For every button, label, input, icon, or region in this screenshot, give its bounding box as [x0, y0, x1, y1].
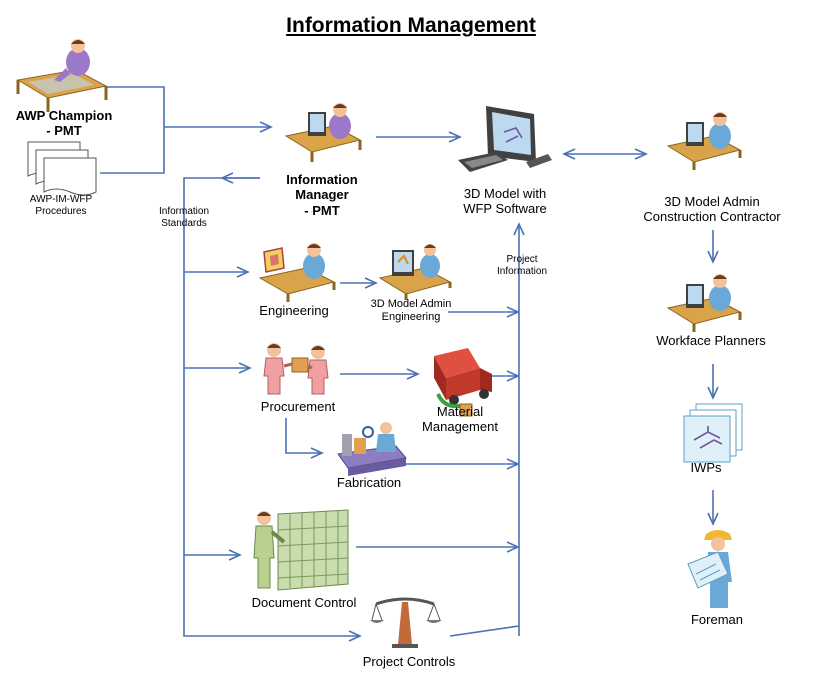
person-at-desk-icon — [16, 39, 108, 112]
people-exchanging-package-icon — [263, 343, 329, 395]
drawing-sheets-icon — [683, 403, 743, 463]
fabrication-worker-icon — [337, 422, 407, 476]
filing-cabinet-icon — [253, 509, 349, 591]
edge-label-information-standards: Information Standards — [158, 206, 210, 229]
node-fabrication-label: Fabrication — [336, 475, 402, 490]
person-at-computer-icon — [666, 274, 742, 332]
node-document-control-label: Document Control — [251, 595, 357, 610]
person-at-computer-icon — [378, 244, 452, 300]
node-engineering-label: Engineering — [259, 303, 329, 318]
computer-workstation-icon — [458, 106, 552, 172]
node-procedures-label: AWP-IM-WFP Procedures — [29, 194, 93, 217]
edge-label-project-information: Project Information — [496, 254, 548, 277]
node-material-mgmt-label: Material Management — [422, 404, 498, 435]
connectors — [100, 86, 719, 642]
node-foreman-label: Foreman — [690, 612, 744, 627]
node-procurement-label: Procurement — [260, 399, 336, 414]
foreman-with-blueprint-icon — [687, 530, 732, 608]
node-project-controls-label: Project Controls — [362, 654, 456, 669]
page-title: Information Management — [286, 14, 536, 37]
balance-scale-icon — [370, 597, 442, 648]
node-3d-model-label: 3D Model with WFP Software — [463, 186, 547, 217]
node-awp-champion-label: AWP Champion - PMT — [15, 108, 113, 139]
node-model-admin-eng-label: 3D Model Admin Engineering — [370, 298, 452, 323]
node-iwps-label: IWPs — [690, 460, 722, 475]
edge-project-controls-to-trunk — [449, 625, 520, 637]
node-info-manager-label: Information Manager - PMT — [286, 172, 358, 218]
documents-stack-icon — [27, 141, 97, 196]
edge-champion-to-info-manager — [100, 86, 271, 174]
delivery-truck-icon — [434, 348, 492, 417]
node-model-admin-cc-label: 3D Model Admin Construction Contractor — [643, 194, 781, 225]
node-workface-planners-label: Workface Planners — [656, 333, 766, 348]
edge-procurement-to-fabrication — [285, 418, 324, 459]
person-at-computer-icon — [284, 103, 362, 162]
engineer-at-desk-icon — [258, 243, 336, 302]
person-at-computer-icon — [666, 112, 742, 170]
